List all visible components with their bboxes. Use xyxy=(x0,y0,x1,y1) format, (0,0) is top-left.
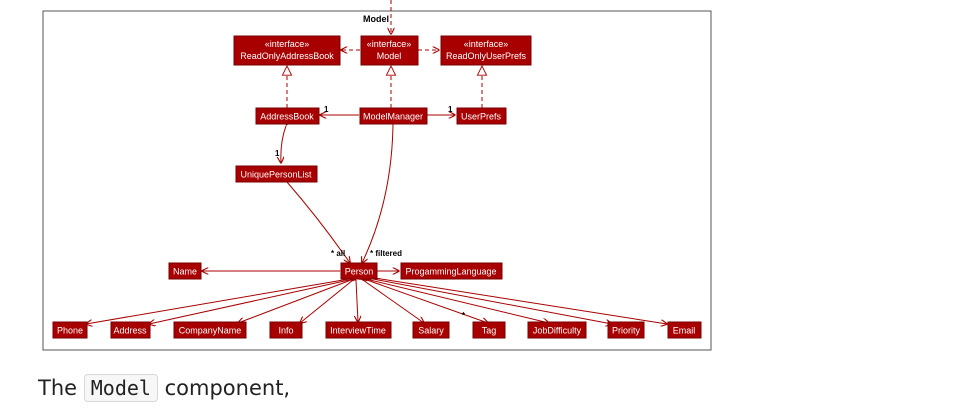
class-box-email xyxy=(667,321,702,339)
class-box-uniquepersonlist xyxy=(235,165,318,183)
class-box-phone xyxy=(52,321,88,339)
class-name-programminglanguage: ProgammingLanguage xyxy=(405,267,496,277)
multiplicity-all: * all xyxy=(331,249,345,258)
stereotype-readonlyuserprefs: «interface» xyxy=(464,39,509,49)
class-name-readonlyaddressbook: ReadOnlyAddressBook xyxy=(240,51,334,61)
class-name-person: Person xyxy=(345,267,374,277)
class-box-person xyxy=(340,262,378,280)
multiplicity-personlist: 1 xyxy=(275,149,280,158)
class-box-priority xyxy=(607,321,645,339)
class-name-info: Info xyxy=(278,326,293,336)
caption-lead: The xyxy=(38,376,84,400)
class-box-jobdifficulty xyxy=(527,321,587,339)
class-name-companyname: CompanyName xyxy=(179,326,242,336)
edge-addressbook-uniquepersonlist xyxy=(281,126,286,163)
class-name-name: Name xyxy=(173,267,197,277)
class-name-interviewtime: InterviewTime xyxy=(330,326,386,336)
class-box-address xyxy=(110,321,151,339)
class-box-readonlyaddressbook xyxy=(233,35,341,66)
edge-modelmanager-person xyxy=(362,123,394,263)
class-box-readonlyuserprefs xyxy=(440,35,532,66)
multiplicity-tag: * xyxy=(462,311,466,320)
caption-tail: component, xyxy=(157,376,291,400)
class-name-uniquepersonlist: UniquePersonList xyxy=(240,170,312,180)
edge-person-info xyxy=(300,280,353,323)
class-name-phone: Phone xyxy=(57,326,83,336)
class-box-salary xyxy=(412,321,450,339)
class-name-userprefs: UserPrefs xyxy=(461,112,502,122)
stereotype-model: «interface» xyxy=(367,39,412,49)
relationships xyxy=(86,50,667,324)
class-name-modelmanager: ModelManager xyxy=(363,112,423,122)
class-name-address: Address xyxy=(113,326,147,336)
package-title: Model xyxy=(363,14,389,24)
class-name-addressbook: AddressBook xyxy=(260,112,314,122)
class-box-info xyxy=(269,321,303,339)
component-caption: The Model component, xyxy=(38,374,291,402)
class-name-model: Model xyxy=(377,51,402,61)
class-box-tag xyxy=(472,321,506,339)
model-class-diagram: Model 1 1 xyxy=(42,0,712,351)
class-name-priority: Priority xyxy=(612,326,641,336)
class-name-readonlyuserprefs: ReadOnlyUserPrefs xyxy=(446,51,527,61)
class-name-tag: Tag xyxy=(482,326,497,336)
class-box-name xyxy=(168,262,202,280)
class-name-email: Email xyxy=(673,326,696,336)
class-box-model xyxy=(360,35,419,66)
class-name-jobdifficulty: JobDifficulty xyxy=(533,326,582,336)
multiplicity-userprefs: 1 xyxy=(448,105,453,114)
multiplicity-addressbook: 1 xyxy=(324,105,329,114)
class-box-modelmanager xyxy=(359,107,428,125)
class-box-programminglanguage xyxy=(400,262,503,280)
edge-person-email xyxy=(375,278,667,324)
class-name-salary: Salary xyxy=(418,326,444,336)
stereotype-readonlyaddressbook: «interface» xyxy=(265,39,310,49)
multiplicity-filtered: * filtered xyxy=(370,249,402,258)
class-box-addressbook xyxy=(255,107,320,125)
class-box-userprefs xyxy=(456,107,507,125)
class-box-interviewtime xyxy=(325,321,392,339)
class-box-companyname xyxy=(173,321,247,339)
inline-code-model: Model xyxy=(83,374,158,402)
edge-uniquepersonlist-person xyxy=(286,181,350,263)
